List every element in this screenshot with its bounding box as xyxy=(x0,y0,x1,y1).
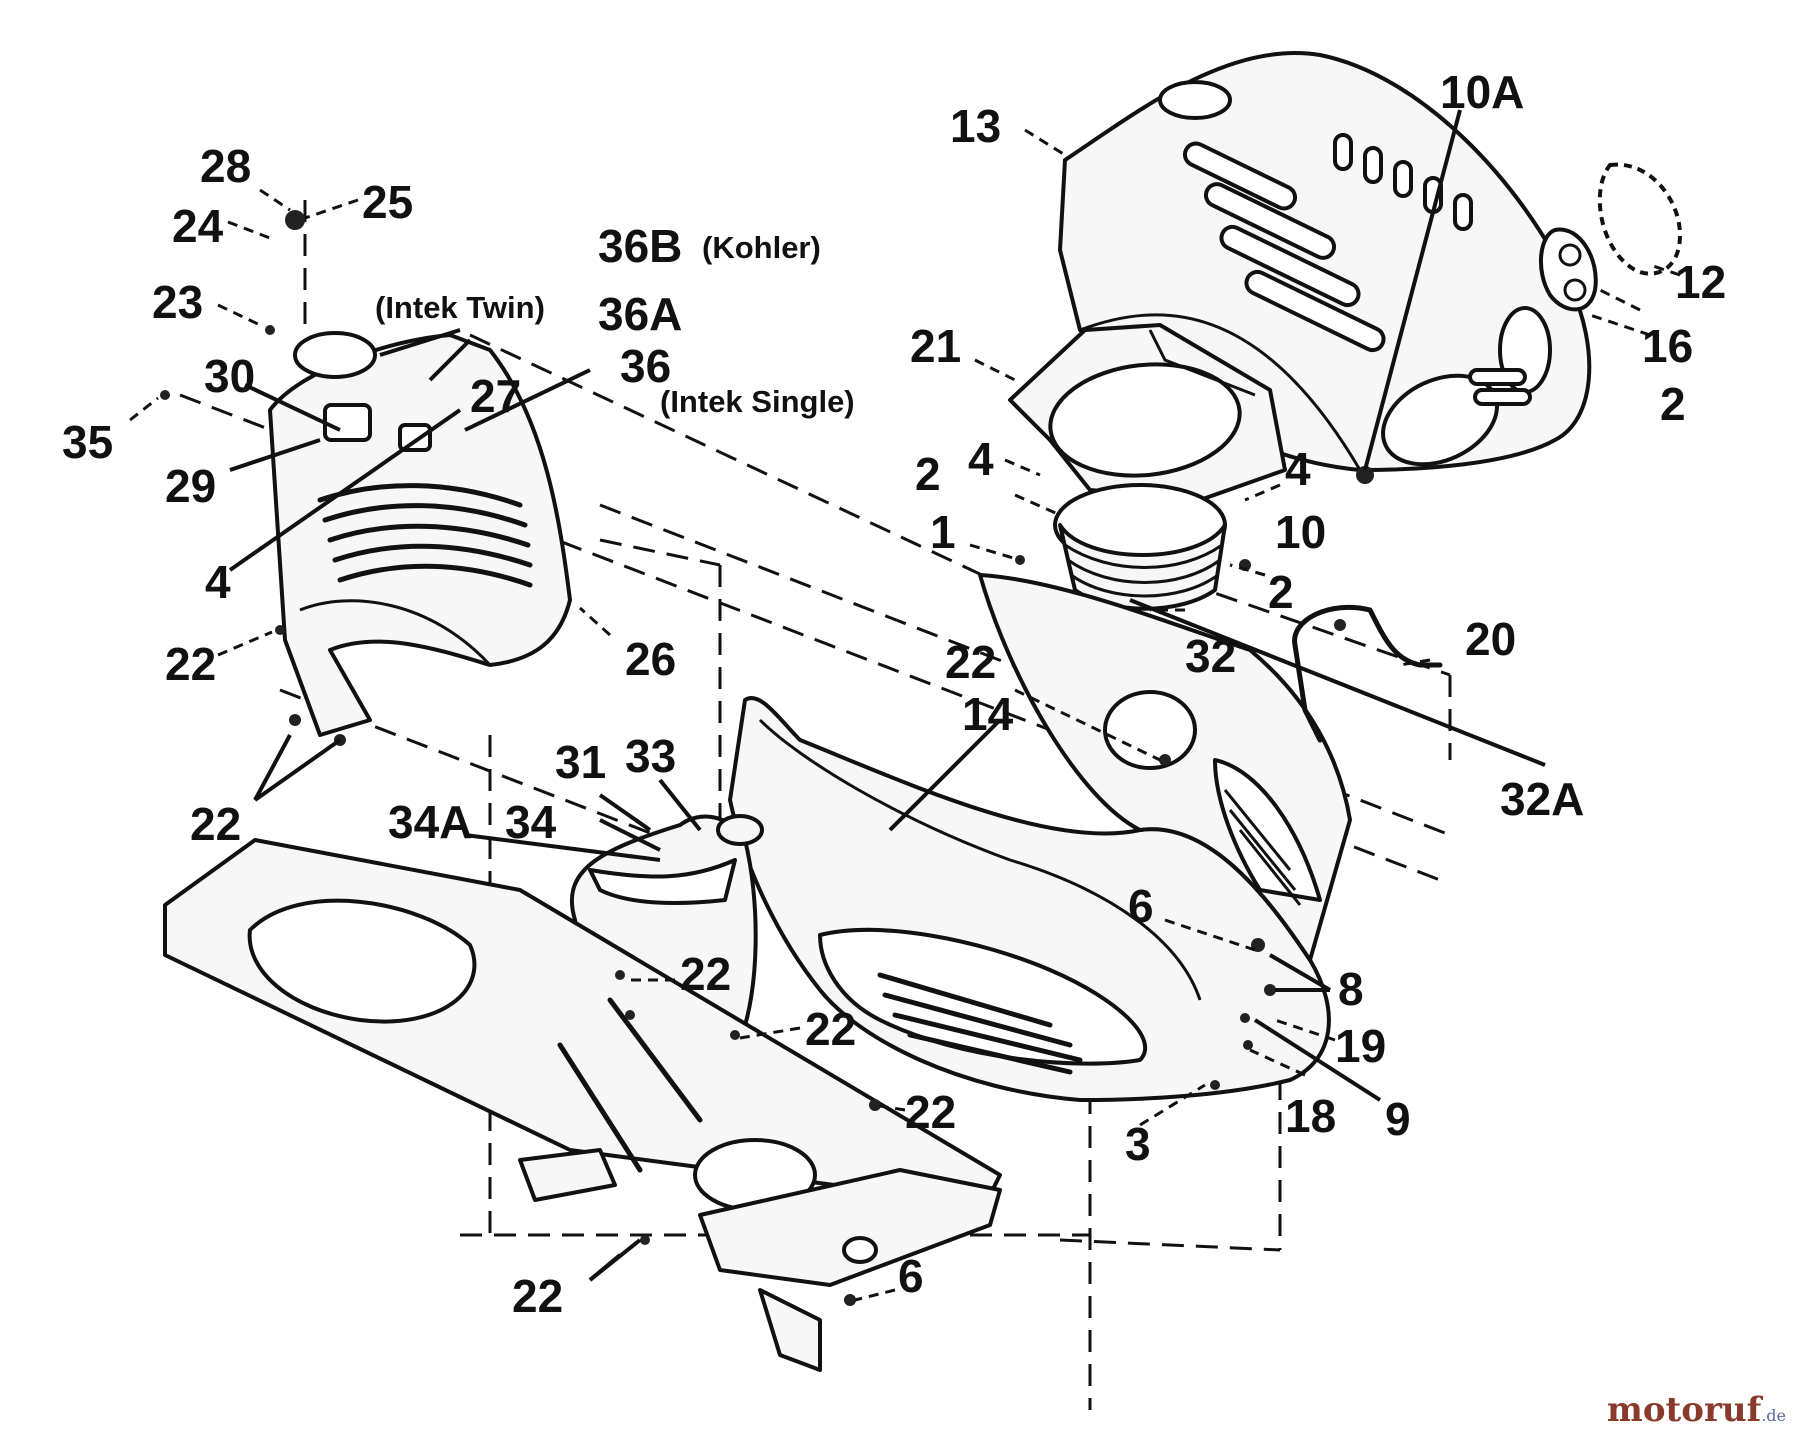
callout-27: 27 xyxy=(470,370,521,422)
callout-4-plate-left: 4 xyxy=(968,433,994,485)
callout-16: 16 xyxy=(1642,320,1693,372)
callout-20: 20 xyxy=(1465,613,1516,665)
callout-35: 35 xyxy=(62,416,113,468)
grille-collar xyxy=(1053,483,1227,611)
callout-23: 23 xyxy=(152,276,203,328)
hood-vent-slots xyxy=(1182,133,1473,353)
callout-14: 14 xyxy=(962,688,1014,740)
callout-32a: 32A xyxy=(1500,773,1584,825)
callout-26: 26 xyxy=(625,633,676,685)
dash-shroud xyxy=(268,331,572,737)
callout-labels: 28 24 25 23 35 30 29 27 4 36 36A 36B (Ko… xyxy=(62,66,1726,1322)
callout-22-low: 22 xyxy=(905,1086,956,1138)
note-kohler: (Kohler) xyxy=(702,230,821,265)
note-intek-single: (Intek Single) xyxy=(660,384,855,419)
callout-22-mid: 22 xyxy=(805,1003,856,1055)
air-filter-plate xyxy=(1008,323,1287,502)
callout-29: 29 xyxy=(165,460,216,512)
callout-2-collar-right: 2 xyxy=(1268,566,1294,618)
callout-30: 30 xyxy=(204,350,255,402)
callout-22-base: 22 xyxy=(190,798,241,850)
callout-19: 19 xyxy=(1335,1020,1386,1072)
callout-leaders xyxy=(129,109,1681,1302)
headlight-lens xyxy=(1597,162,1682,276)
callout-9: 9 xyxy=(1385,1093,1411,1145)
nose-grille-slots xyxy=(877,972,1083,1075)
callout-36b: 36B xyxy=(598,220,682,272)
callout-33: 33 xyxy=(625,730,676,782)
watermark-logo: motoruf.de xyxy=(1607,1390,1786,1430)
headlight-bracket xyxy=(1538,227,1598,312)
callout-24: 24 xyxy=(172,200,224,252)
callout-4-plate-right: 4 xyxy=(1285,443,1311,495)
shroud-vent-slots xyxy=(317,483,533,588)
callout-32: 32 xyxy=(1185,630,1236,682)
callout-34: 34 xyxy=(505,796,557,848)
watermark-tld: .de xyxy=(1761,1406,1786,1425)
callout-6-bottom: 6 xyxy=(898,1250,924,1302)
callout-36: 36 xyxy=(620,340,671,392)
callout-22-tank: 22 xyxy=(680,948,731,1000)
callout-10a: 10A xyxy=(1440,66,1524,118)
callout-31: 31 xyxy=(555,736,606,788)
callout-12: 12 xyxy=(1675,256,1726,308)
callout-22-shroud: 22 xyxy=(165,638,216,690)
callout-22-bottom: 22 xyxy=(512,1270,563,1322)
chassis-frame xyxy=(163,838,1002,1372)
callout-21: 21 xyxy=(910,320,961,372)
callout-8: 8 xyxy=(1338,963,1364,1015)
callout-22-nose: 22 xyxy=(945,636,996,688)
callout-13: 13 xyxy=(950,100,1001,152)
callout-3: 3 xyxy=(1125,1118,1151,1170)
callout-2-collar-top: 2 xyxy=(915,448,941,500)
callout-25: 25 xyxy=(362,176,413,228)
callout-18: 18 xyxy=(1285,1090,1336,1142)
front-nose-panel xyxy=(728,573,1352,1102)
callout-10: 10 xyxy=(1275,506,1326,558)
callout-2-hood: 2 xyxy=(1660,378,1686,430)
callout-28: 28 xyxy=(200,140,251,192)
callout-6-nose: 6 xyxy=(1128,880,1154,932)
watermark-name: motoruf xyxy=(1606,1390,1762,1430)
note-intek-twin: (Intek Twin) xyxy=(375,290,545,325)
callout-4-left: 4 xyxy=(205,556,231,608)
callout-36a: 36A xyxy=(598,288,682,340)
callout-1: 1 xyxy=(930,506,956,558)
callout-34a: 34A xyxy=(388,796,472,848)
